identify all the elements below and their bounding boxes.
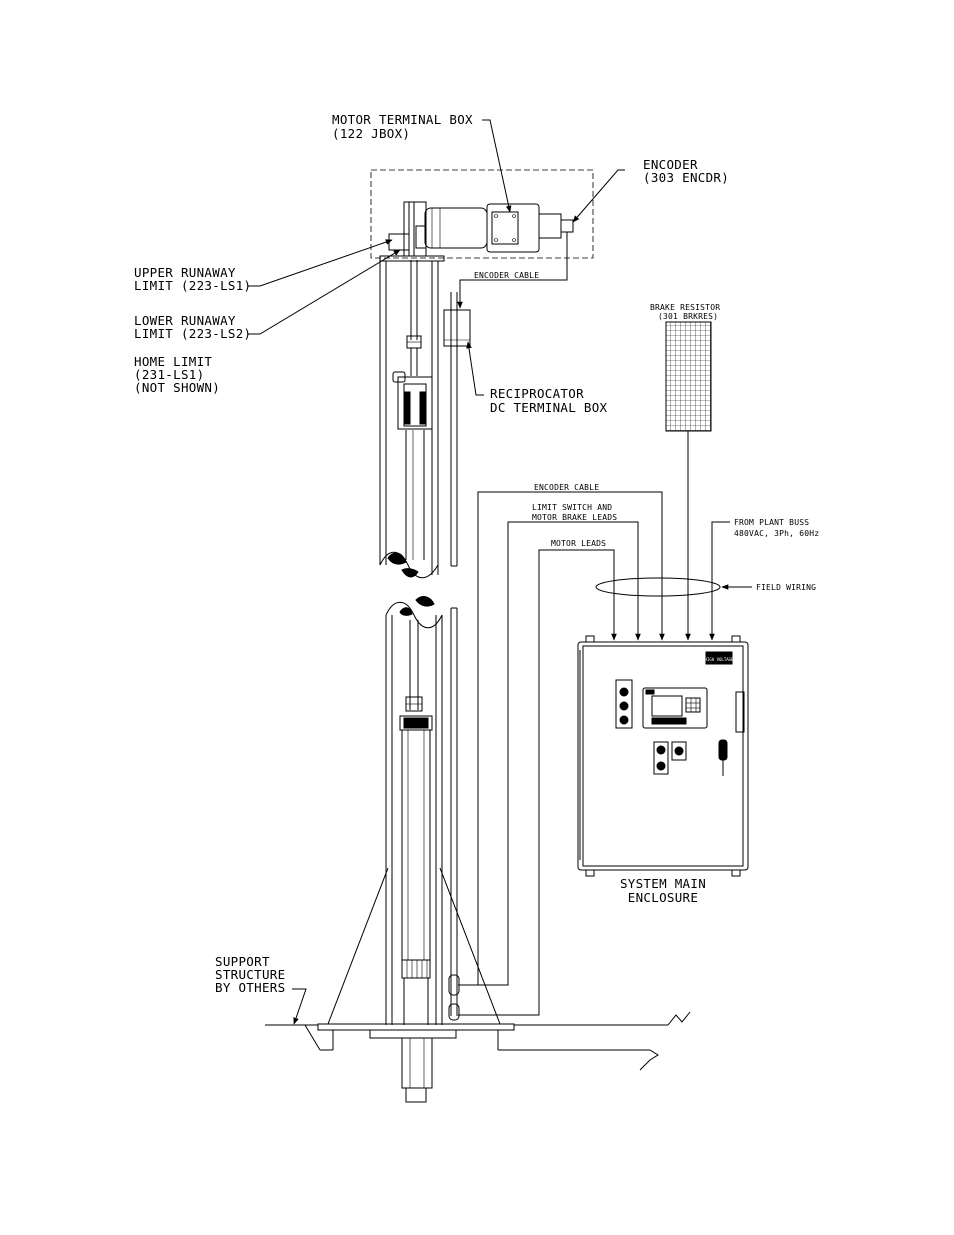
label-upper-runaway-id: LIMIT (223-LS1) [134, 278, 251, 293]
lower-column [317, 596, 515, 1103]
disconnect-handle [718, 739, 728, 761]
support-structure [265, 1011, 691, 1071]
wiring [457, 232, 752, 1016]
label-lower-runaway-id: LIMIT (223-LS2) [134, 326, 251, 341]
motor-terminal-box [491, 211, 519, 245]
label-limit-switch: LIMIT SWITCH AND [532, 503, 612, 512]
label-encoder-cable-bottom: ENCODER CABLE [534, 483, 599, 492]
label-field-wiring: FIELD WIRING [756, 583, 816, 592]
label-reciprocator: RECIPROCATOR [490, 386, 584, 401]
label-support: SUPPORT [215, 954, 270, 969]
field-wiring-bundle [595, 577, 721, 597]
enclosure-nameplate [705, 651, 733, 665]
label-plant-buss: FROM PLANT BUSS [734, 518, 809, 527]
label-encoder-id: (303 ENCDR) [643, 170, 729, 185]
operator-interface [642, 687, 708, 729]
label-by-others: BY OTHERS [215, 980, 285, 995]
label-brake-resistor-id: (301 BRKRES) [658, 312, 718, 321]
label-plant-buss-voltage: 480VAC, 3Ph, 60Hz [734, 529, 819, 538]
motor-assembly [370, 169, 594, 376]
label-lower-runaway: LOWER RUNAWAY [134, 313, 236, 328]
label-motor-terminal-box: MOTOR TERMINAL BOX [332, 112, 473, 127]
motor-dashed-outline [370, 169, 594, 259]
pushbutton-panel [615, 679, 633, 729]
system-main-enclosure: HIGH VOLTAGE [577, 635, 749, 877]
label-dc-terminal-box: DC TERMINAL BOX [490, 400, 608, 415]
label-motor-brake-leads: MOTOR BRAKE LEADS [532, 513, 617, 522]
text-labels: MOTOR TERMINAL BOX (122 JBOX) ENCODER (3… [134, 112, 819, 995]
label-home-limit-note: (NOT SHOWN) [134, 380, 220, 395]
brake-resistor [665, 321, 712, 641]
label-brake-resistor: BRAKE RESISTOR [650, 303, 720, 312]
label-motor-leads: MOTOR LEADS [551, 539, 606, 548]
nameplate-text: HIGH VOLTAGE [705, 657, 734, 662]
label-enclosure: ENCLOSURE [628, 890, 698, 905]
label-system-main: SYSTEM MAIN [620, 876, 706, 891]
upper-runaway-limit [388, 233, 410, 251]
label-home-limit: HOME LIMIT [134, 354, 212, 369]
label-encoder: ENCODER [643, 157, 698, 172]
encoder [560, 219, 574, 233]
leader-lines [248, 119, 625, 1025]
upper-column [379, 261, 471, 579]
label-home-limit-id: (231-LS1) [134, 367, 204, 382]
label-motor-terminal-box-id: (122 JBOX) [332, 126, 410, 141]
label-structure: STRUCTURE [215, 967, 285, 982]
label-encoder-cable-top: ENCODER CABLE [474, 271, 539, 280]
label-upper-runaway: UPPER RUNAWAY [134, 265, 236, 280]
reciprocator-dc-terminal-box [443, 309, 471, 347]
